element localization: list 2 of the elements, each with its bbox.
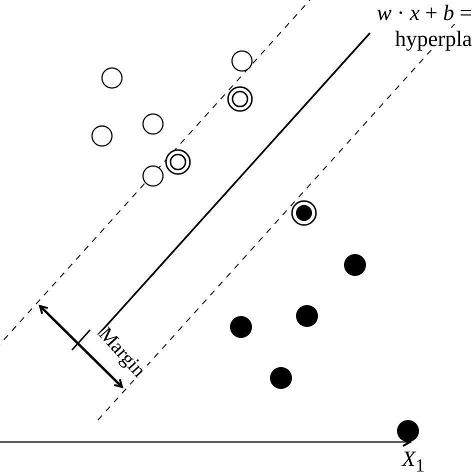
hyperplane-label: hyperpla	[395, 28, 472, 50]
equation-label: w · x + b =	[376, 2, 472, 24]
